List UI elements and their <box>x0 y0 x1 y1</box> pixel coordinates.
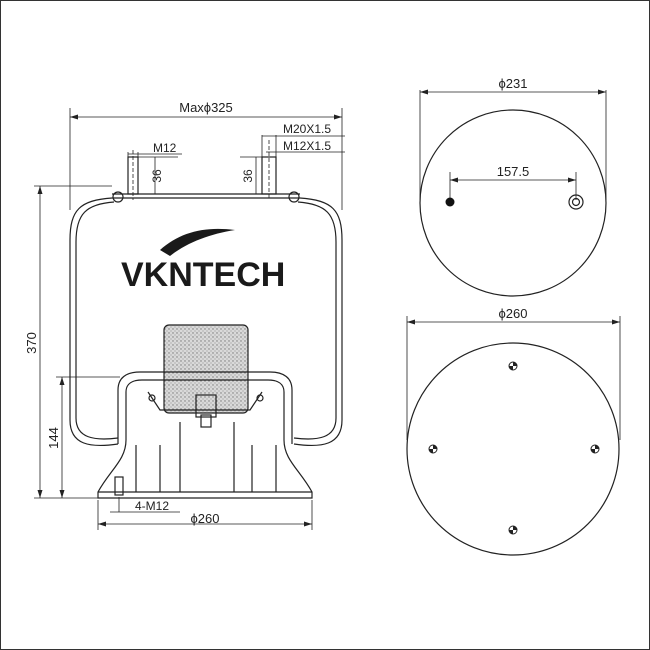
bead-curl-left <box>112 191 124 203</box>
brand-logo: VKNTECH <box>121 256 285 294</box>
top-plate-circle <box>419 109 607 297</box>
bellow-right <box>293 197 343 447</box>
arrow <box>334 114 342 120</box>
logo-swoosh <box>160 228 235 256</box>
left-stud-length: 36 <box>150 169 164 183</box>
piston-height-label: 144 <box>46 427 61 449</box>
height-label: 370 <box>24 332 39 354</box>
left-stud-label: M12 <box>153 141 177 155</box>
bolt-hole-right <box>590 444 600 454</box>
bottom-diameter-label: ϕ260 <box>191 511 220 526</box>
hole-spacing-label: 157.5 <box>497 164 530 179</box>
bellow-left <box>69 197 119 447</box>
arrow <box>70 114 78 120</box>
center-nut <box>195 394 217 418</box>
stud-hole-ring <box>568 194 584 210</box>
right-stud-label-top: M20X1.5 <box>283 122 331 136</box>
right-stud-length: 36 <box>241 169 255 183</box>
stud-hole-solid <box>445 197 455 207</box>
bottom-plate-circle <box>406 342 620 556</box>
top-plate-diameter-label: ϕ231 <box>499 76 528 91</box>
bumper <box>163 324 249 414</box>
bottom-plate-diameter-label: ϕ260 <box>499 306 528 321</box>
piston-upper <box>117 371 293 444</box>
bolt-hole-left <box>428 444 438 454</box>
bolt-hole-bottom <box>508 525 518 535</box>
top-plate-view: ϕ231 157.5 <box>419 76 607 297</box>
right-stud-label-bottom: M12X1.5 <box>283 139 331 153</box>
bottom-plate-view: ϕ260 <box>406 306 621 556</box>
bolt-hole-top <box>508 361 518 371</box>
bead-curl-right <box>288 191 300 203</box>
piston-lower <box>97 439 313 499</box>
bottom-bolt <box>114 476 124 496</box>
side-view: Maxϕ325 M12 36 M20X1.5 M12X1.5 36 <box>24 100 345 530</box>
bottom-bolt-label: 4-M12 <box>135 499 169 513</box>
max-diameter-label: Maxϕ325 <box>179 100 233 115</box>
